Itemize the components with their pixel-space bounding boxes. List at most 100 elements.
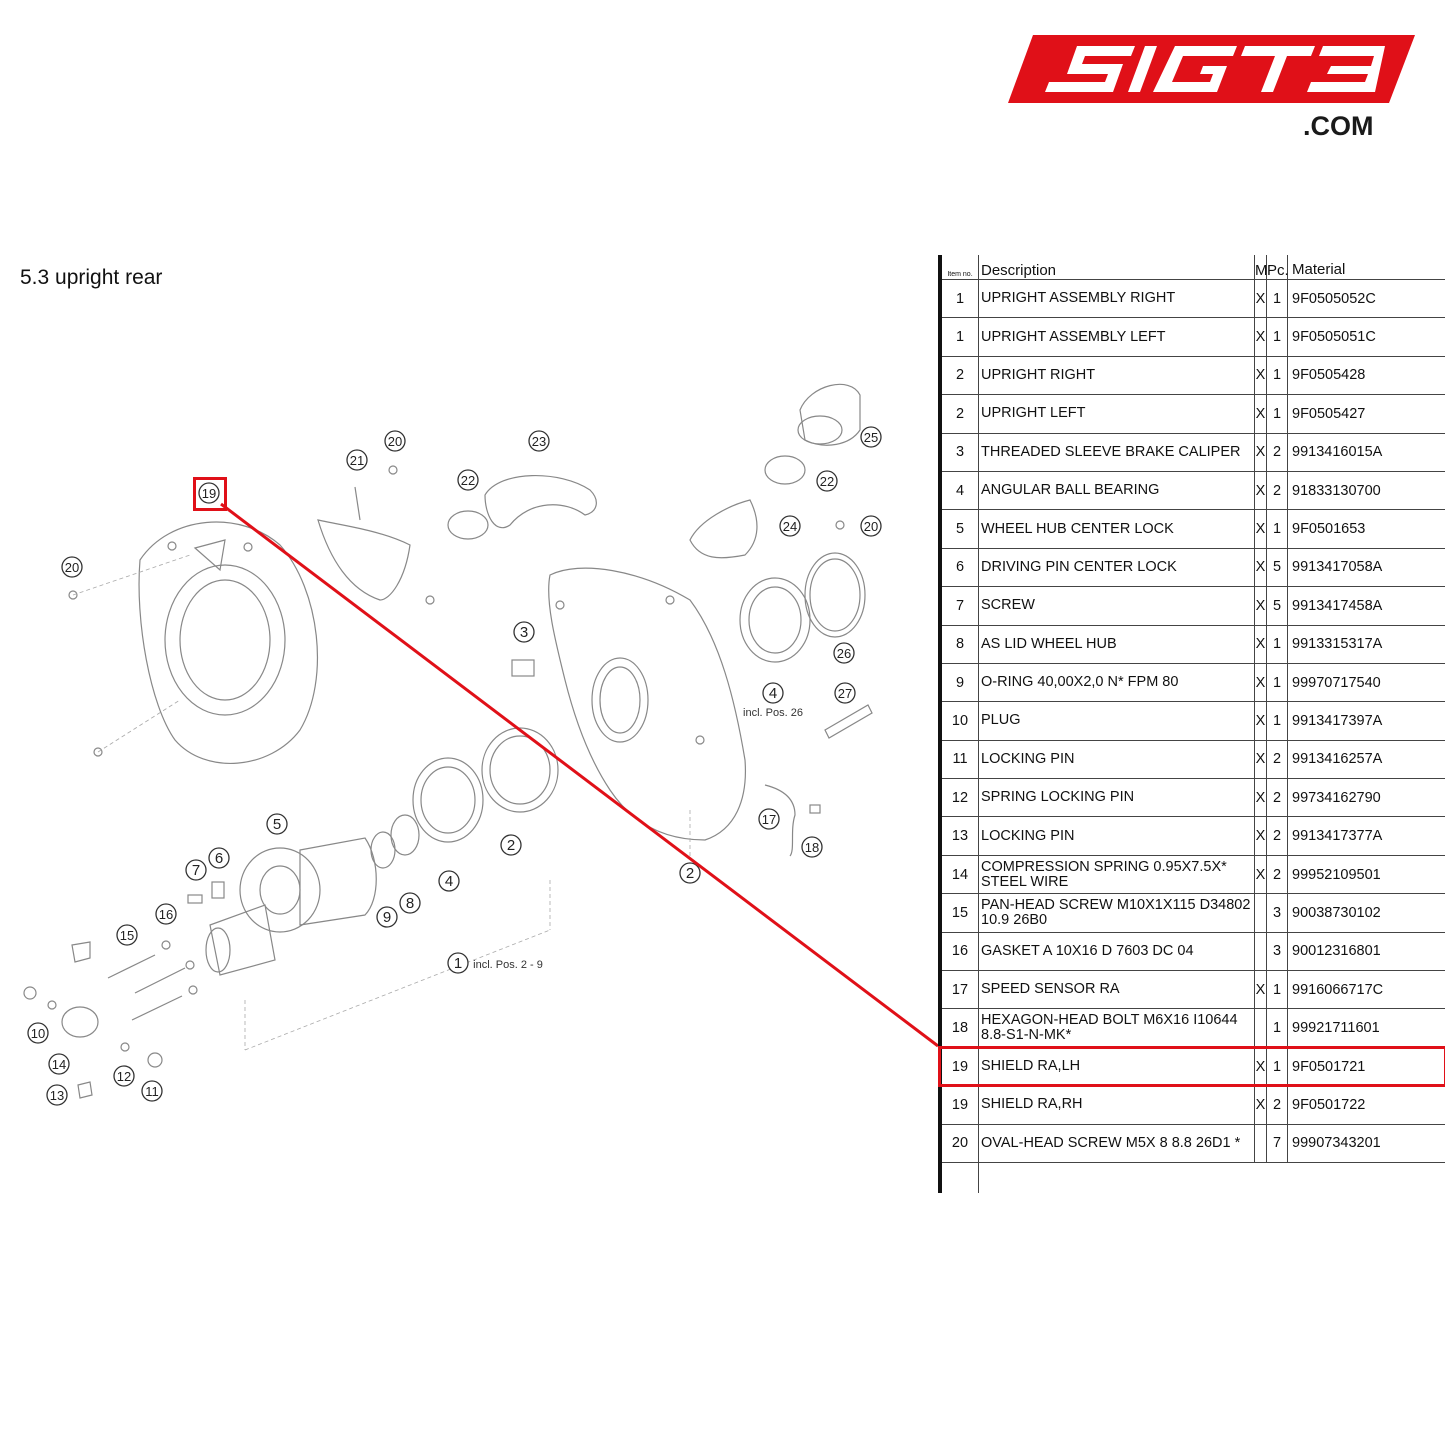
cell-item-no: 16	[938, 932, 979, 972]
cell-material: 9F0505051C	[1287, 317, 1445, 357]
cell-pc: 2	[1266, 471, 1288, 511]
callout-label: 13	[50, 1088, 64, 1103]
callout-label: 7	[192, 862, 200, 879]
callout-circle	[116, 924, 138, 946]
callout-circle	[46, 1084, 68, 1106]
callout-label: 16	[159, 907, 173, 922]
callout-label: 25	[864, 430, 878, 445]
cell-material: 90012316801	[1287, 932, 1445, 972]
callout-label: 24	[783, 519, 797, 534]
cell-pc: 1	[1266, 1047, 1288, 1087]
cell-material: 9913416015A	[1287, 433, 1445, 472]
callout-label: 20	[864, 519, 878, 534]
cell-description: UPRIGHT ASSEMBLY RIGHT	[978, 279, 1255, 319]
callout-label: 4	[445, 873, 453, 890]
callout-circle	[141, 1080, 163, 1102]
cell-pc: 1	[1266, 1008, 1288, 1048]
cell-material: 9913417397A	[1287, 701, 1445, 741]
cell-item-no: 5	[938, 509, 979, 549]
cell-item-no: 1	[938, 279, 979, 319]
cell-material: 99907343201	[1287, 1124, 1445, 1163]
callout-label: 22	[461, 473, 475, 488]
cell-description: THREADED SLEEVE BRAKE CALIPER	[978, 433, 1255, 472]
cell-item-no: 19	[938, 1047, 979, 1087]
cell-m: X	[1254, 855, 1267, 895]
cell-item-no: 20	[938, 1124, 979, 1163]
callout-label: 2	[686, 865, 694, 882]
cell-m: X	[1254, 509, 1267, 549]
cell-description: COMPRESSION SPRING 0.95X7.5X* STEEL WIRE	[978, 855, 1255, 895]
cell-description: UPRIGHT RIGHT	[978, 356, 1255, 396]
cell-m: X	[1254, 816, 1267, 856]
callout-label: 22	[820, 474, 834, 489]
cell-m: X	[1254, 1047, 1267, 1087]
cell-material: 9913417377A	[1287, 816, 1445, 856]
note-incl-pos-26: incl. Pos. 26	[743, 707, 803, 719]
cell-item-no: 7	[938, 586, 979, 626]
table-filler-row	[938, 1162, 1445, 1193]
callout-label: 15	[120, 928, 134, 943]
cell-item-no: 12	[938, 778, 979, 818]
callout-circle	[113, 1065, 135, 1087]
cell-item-no: 4	[938, 471, 979, 511]
cell-m: X	[1254, 586, 1267, 626]
cell-m: X	[1254, 740, 1267, 780]
cell-m	[1254, 893, 1267, 933]
callout-label: 2	[507, 837, 515, 854]
cell-material: 91833130700	[1287, 471, 1445, 511]
cell-description: PLUG	[978, 701, 1255, 741]
header-item-no: Item no.	[938, 255, 979, 280]
header-description: Description	[978, 255, 1255, 280]
cell-material: 99734162790	[1287, 778, 1445, 818]
cell-description: DRIVING PIN CENTER LOCK	[978, 548, 1255, 588]
cell-description: PAN-HEAD SCREW M10X1X115 D34802 10.9 26B…	[978, 893, 1255, 933]
callout-label: 10	[31, 1026, 45, 1041]
cell-m: X	[1254, 317, 1267, 357]
callout-label: 23	[532, 434, 546, 449]
cell-item-no: 9	[938, 663, 979, 703]
cell-item-no: 18	[938, 1008, 979, 1048]
callout-circle	[155, 903, 177, 925]
header-pc: Pc.	[1266, 255, 1289, 280]
cell-material: 99921711601	[1287, 1008, 1445, 1048]
cell-m: X	[1254, 279, 1267, 319]
cell-pc: 2	[1266, 778, 1288, 818]
callout-label: 5	[273, 816, 281, 833]
header-material: Material	[1287, 255, 1445, 280]
cell-pc: 5	[1266, 548, 1288, 588]
callout-label: 4	[769, 685, 777, 702]
callout-circle	[528, 430, 550, 452]
cell-material: 9916066717C	[1287, 970, 1445, 1010]
cell-m: X	[1254, 778, 1267, 818]
cell-m: X	[1254, 471, 1267, 511]
highlight-callout-19	[193, 477, 227, 511]
callout-circle	[185, 859, 207, 881]
sigt3-logo	[1008, 35, 1415, 103]
exploded-parts-diagram: 1223445678910111213141516171819202020212…	[23, 383, 882, 1106]
cell-item-no: 19	[938, 1085, 979, 1125]
cell-description: LOCKING PIN	[978, 740, 1255, 780]
callout-circle	[48, 1053, 70, 1075]
callout-label: 19	[202, 486, 216, 501]
cell-m	[1254, 1008, 1267, 1048]
cell-material: 9F0501653	[1287, 509, 1445, 549]
callout-label: 20	[388, 434, 402, 449]
cell-material: 9913417058A	[1287, 548, 1445, 588]
cell-item-no: 11	[938, 740, 979, 780]
callout-circle	[860, 426, 882, 448]
callout-label: 12	[117, 1069, 131, 1084]
cell-material: 9913315317A	[1287, 625, 1445, 664]
cell-description: HEXAGON-HEAD BOLT M6X16 I10644 8.8-S1-N-…	[978, 1008, 1255, 1048]
cell-m: X	[1254, 356, 1267, 396]
